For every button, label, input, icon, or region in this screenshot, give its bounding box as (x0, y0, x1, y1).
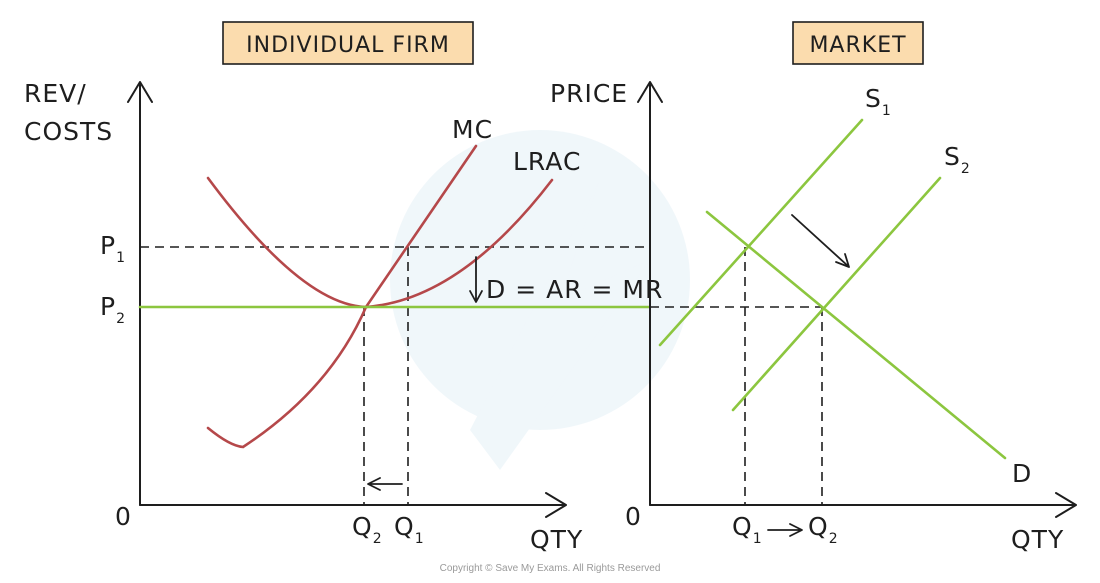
market-title: MARKET (809, 33, 906, 58)
firm-title-box: INDIVIDUAL FIRM (222, 21, 474, 65)
market-y-axis-label: PRICE (550, 79, 628, 108)
firm-title: INDIVIDUAL FIRM (246, 33, 450, 58)
market-quantity-increase-arrow (767, 523, 803, 537)
demand-ar-mr-label: D = AR = MR (486, 275, 663, 304)
firm-y-axis-label-line2: COSTS (24, 117, 113, 146)
watermark-logo (390, 130, 690, 470)
market-demand-label: D (1012, 459, 1032, 488)
firm-q1-label: Q1 (394, 512, 425, 547)
market-q1-label: Q1 (732, 512, 763, 547)
supply-2-line (731, 176, 942, 412)
market-demand-line (705, 210, 1007, 460)
lrac-label: LRAC (513, 147, 581, 176)
firm-origin-label: 0 (115, 502, 132, 531)
mc-curve (206, 144, 478, 449)
firm-y-axis-arrow (127, 81, 153, 103)
market-panel: PRICE QTY 0 S1 S2 D Q1 Q2 (550, 79, 1077, 554)
mc-label: MC (452, 115, 493, 144)
firm-p2-label: P2 (100, 292, 126, 327)
market-y-axis-arrow (637, 81, 663, 103)
market-title-box: MARKET (792, 21, 924, 65)
supply-1-label: S1 (865, 84, 892, 119)
firm-x-axis-label: QTY (530, 525, 583, 554)
firm-p1-label: P1 (100, 231, 126, 266)
firm-x-axis-arrow (545, 492, 567, 518)
market-x-axis-arrow (1055, 492, 1077, 518)
firm-y-axis-label-line1: REV/ (24, 79, 87, 108)
market-origin-label: 0 (625, 502, 642, 531)
firm-q2-label: Q2 (352, 512, 383, 547)
market-q2-label: Q2 (808, 512, 839, 547)
quantity-fall-arrow (367, 477, 403, 491)
firm-panel: REV/ COSTS QTY 0 P1 P2 Q2 Q1 MC LRAC D =… (24, 79, 663, 554)
price-fall-arrow (469, 256, 483, 303)
market-x-axis-label: QTY (1011, 525, 1064, 554)
supply-shift-arrow (791, 214, 850, 268)
copyright-notice: Copyright © Save My Exams. All Rights Re… (440, 563, 661, 574)
supply-1-line (658, 118, 864, 347)
supply-2-label: S2 (944, 142, 971, 177)
